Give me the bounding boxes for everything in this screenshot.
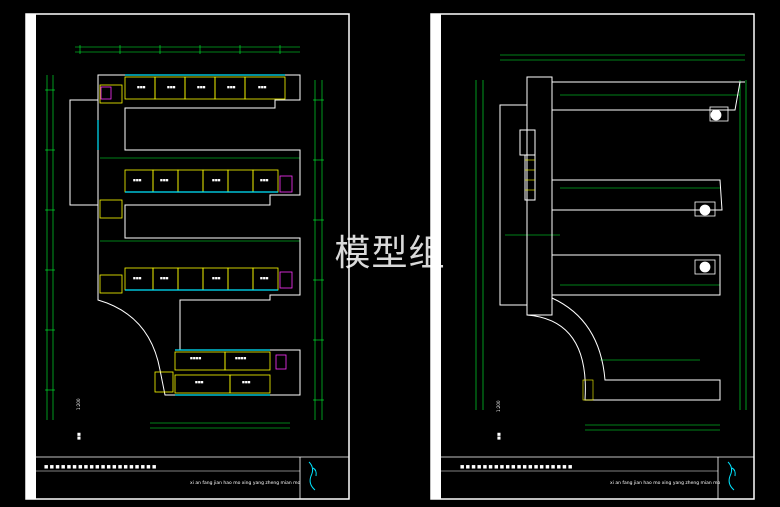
right-dimensions: [475, 54, 747, 431]
svg-text:■■■: ■■■: [212, 178, 221, 182]
right-section: [499, 76, 745, 401]
svg-text:■■■: ■■■: [133, 178, 142, 182]
left-title-block-pinyin: xi an fang jian hao mo xing yang zheng m…: [190, 480, 301, 486]
svg-text:■■■: ■■■: [258, 85, 267, 89]
svg-text:■■■: ■■■: [227, 85, 236, 89]
svg-text:■■■: ■■■: [167, 85, 176, 89]
watermark-text: 模型组: [334, 233, 446, 274]
left-sheet: ■ ■ ■ ■ ■ ■ ■ ■ ■ ■ ■ ■ ■ ■ ■ ■ ■ ■ ■ ■ …: [25, 13, 350, 500]
left-dimensions: [46, 46, 323, 429]
left-windows: [97, 74, 285, 396]
right-title-block-label: ■ ■ ■ ■ ■ ■ ■ ■ ■ ■ ■ ■ ■ ■ ■ ■ ■ ■ ■ ■: [460, 465, 572, 470]
right-title-block-pinyin: xi an fang jian hao mo xing yang zheng m…: [610, 480, 721, 486]
right-scale-label: 1:200: [496, 400, 501, 412]
svg-text:■■■: ■■■: [212, 276, 221, 280]
right-logo-icon: [727, 461, 736, 491]
left-floor-plan: [69, 74, 301, 396]
left-rooms: [99, 76, 286, 394]
svg-text:■■■: ■■■: [195, 380, 204, 384]
left-logo-icon: [308, 461, 317, 491]
left-stairs: [100, 86, 293, 370]
left-title-block-label: ■ ■ ■ ■ ■ ■ ■ ■ ■ ■ ■ ■ ■ ■ ■ ■ ■ ■ ■ ■: [44, 465, 156, 470]
svg-text:■■■: ■■■: [133, 276, 142, 280]
svg-text:■■: ■■: [496, 432, 501, 440]
svg-text:■■■: ■■■: [197, 85, 206, 89]
svg-text:■■■: ■■■: [260, 276, 269, 280]
left-room-labels: ■■■■■■■■■ ■■■■■■ ■■■■■■■■■■■■ ■■■■■■■■■■…: [133, 85, 269, 384]
svg-text:■■■: ■■■: [137, 85, 146, 89]
left-sheet-frame: [25, 13, 350, 500]
svg-text:■■: ■■: [76, 432, 81, 440]
svg-text:■■■: ■■■: [242, 380, 251, 384]
right-sheet-frame: [430, 13, 755, 500]
svg-text:■■■: ■■■: [260, 178, 269, 182]
right-sheet-binding-strip: [431, 14, 441, 499]
svg-text:■■■: ■■■: [160, 276, 169, 280]
right-sheet: ■ ■ ■ ■ ■ ■ ■ ■ ■ ■ ■ ■ ■ ■ ■ ■ ■ ■ ■ ■ …: [430, 13, 755, 500]
right-balcony-rails: [694, 106, 729, 275]
left-scale-label: 1:200: [76, 398, 81, 410]
svg-text:■■■: ■■■: [160, 178, 169, 182]
svg-text:■■■■: ■■■■: [235, 356, 247, 360]
svg-text:■■■■: ■■■■: [190, 356, 202, 360]
left-sheet-binding-strip: [26, 14, 36, 499]
